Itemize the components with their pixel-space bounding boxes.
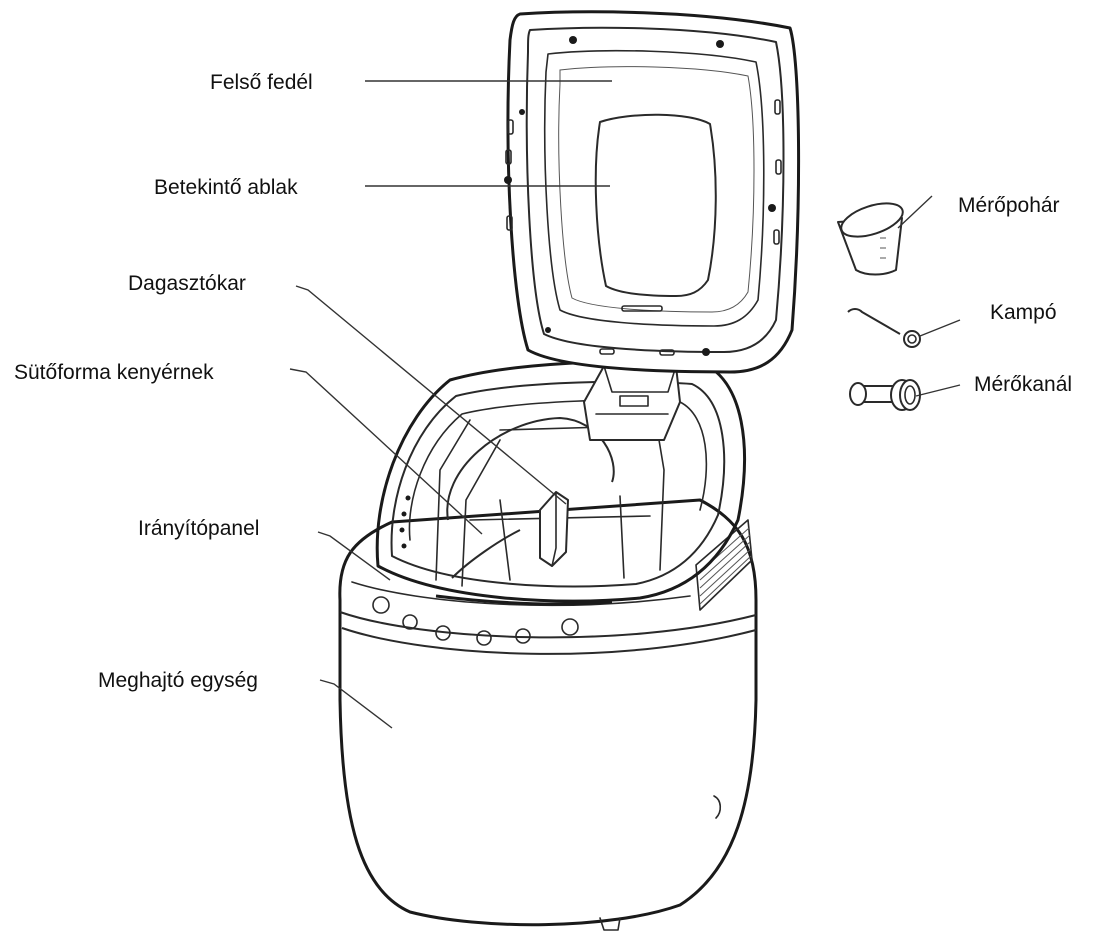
lid-hinge xyxy=(584,366,680,440)
kneading-paddle xyxy=(540,492,568,566)
drive-unit-body xyxy=(340,500,756,930)
label-control-panel: Irányítópanel xyxy=(138,517,259,540)
label-viewing-window: Betekintő ablak xyxy=(154,176,298,199)
viewing-window xyxy=(596,115,716,311)
hook-icon xyxy=(848,309,920,347)
label-top-lid: Felső fedél xyxy=(210,71,313,94)
label-drive-unit: Meghajtó egység xyxy=(98,669,258,692)
label-measuring-spoon: Mérőkanál xyxy=(974,373,1072,396)
measuring-cup-icon xyxy=(837,197,907,275)
label-hook: Kampó xyxy=(990,301,1057,324)
label-baking-pan: Sütőforma kenyérnek xyxy=(14,361,214,384)
label-measuring-cup: Mérőpohár xyxy=(958,194,1060,217)
label-kneading-paddle: Dagasztókar xyxy=(128,272,246,295)
measuring-spoon-icon xyxy=(850,380,920,410)
